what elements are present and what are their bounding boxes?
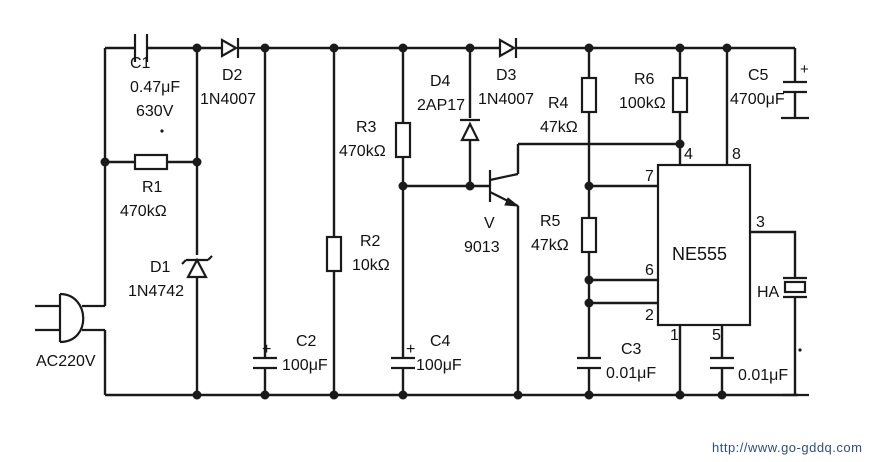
resistor-r2: R2 10kΩ (325, 233, 390, 274)
d4-ref: D4 (430, 73, 451, 90)
c2-value: 100μF (282, 357, 328, 374)
r1-ref: R1 (142, 179, 163, 196)
capacitor-c6: 0.01μF (710, 356, 788, 384)
r6-value: 100kΩ (619, 95, 666, 112)
capacitor-c1: C1 0.47μF 630V (130, 34, 180, 133)
zener-diode-d1: D1 1N4742 (128, 255, 213, 300)
d1-part: 1N4742 (128, 283, 184, 300)
d3-part: 1N4007 (478, 91, 534, 108)
c1-value: 0.47μF (130, 79, 180, 96)
v-ref: V (484, 215, 495, 232)
wires (103, 46, 798, 397)
pin-8-label: 8 (732, 146, 741, 163)
watermark-url: http://www.go-gddq.com (712, 440, 862, 455)
c1-rating: 630V (136, 103, 174, 120)
resistor-r6: R6 100kΩ (619, 71, 689, 114)
capacitor-c3: C3 0.01μF (577, 341, 656, 382)
source-label: AC220V (36, 353, 96, 370)
resistor-r1: R1 470kΩ (120, 153, 169, 220)
ha-ref: HA (757, 284, 780, 301)
diode-d2: D2 1N4007 (200, 38, 256, 108)
r5-value: 47kΩ (531, 237, 569, 254)
d3-ref: D3 (496, 67, 517, 84)
pin-7-label: 7 (645, 168, 654, 185)
r2-value: 10kΩ (352, 257, 390, 274)
capacitor-c4: + C4 100μF (391, 333, 462, 374)
diode-d3: D3 1N4007 (478, 38, 534, 108)
ic-ne555: NE555 4 8 7 6 2 1 5 3 (645, 146, 765, 344)
d4-part: 2AP17 (417, 97, 465, 114)
ic-part-label: NE555 (672, 244, 727, 264)
c1-ref: C1 (130, 55, 151, 72)
c2-polarity: + (262, 341, 271, 358)
r1-value: 470kΩ (120, 203, 167, 220)
pin-2-label: 2 (645, 307, 654, 324)
r3-value: 470kΩ (339, 143, 386, 160)
pin-5-label: 5 (712, 327, 721, 344)
d1-ref: D1 (150, 259, 171, 276)
c2-ref: C2 (296, 333, 317, 350)
c5-value: 4700μF (730, 91, 785, 108)
resistor-r4: R4 47kΩ (540, 76, 598, 136)
c3-value: 0.01μF (606, 365, 656, 382)
r2-ref: R2 (360, 233, 381, 250)
d2-ref: D2 (222, 67, 243, 84)
r4-value: 47kΩ (540, 119, 578, 136)
d2-part: 1N4007 (200, 91, 256, 108)
c4-ref: C4 (430, 333, 451, 350)
capacitor-c2: + C2 100μF (253, 333, 328, 374)
capacitor-c5: + C5 4700μF (730, 61, 809, 120)
resistor-r5: R5 47kΩ (531, 213, 598, 254)
pin-6-label: 6 (645, 262, 654, 279)
c5-ref: C5 (748, 67, 769, 84)
ac-plug: AC220V (35, 292, 107, 370)
r6-ref: R6 (634, 71, 655, 88)
junctions (100, 43, 732, 400)
pin-1-label: 1 (670, 327, 679, 344)
v-part: 9013 (464, 239, 500, 256)
transistor-v: V 9013 (464, 170, 520, 256)
c5-polarity: + (800, 61, 809, 78)
pin-3-label: 3 (756, 214, 765, 231)
c6-value: 0.01μF (738, 367, 788, 384)
pin-4-label: 4 (684, 146, 693, 163)
c4-value: 100μF (416, 357, 462, 374)
c4-polarity: + (406, 341, 415, 358)
resistor-r3: R3 470kΩ (339, 119, 412, 160)
r3-ref: R3 (356, 119, 377, 136)
c3-ref: C3 (621, 341, 642, 358)
buzzer-ha: HA (757, 276, 809, 397)
diode-d4: D4 2AP17 (417, 73, 480, 142)
r4-ref: R4 (548, 95, 569, 112)
r5-ref: R5 (540, 213, 561, 230)
